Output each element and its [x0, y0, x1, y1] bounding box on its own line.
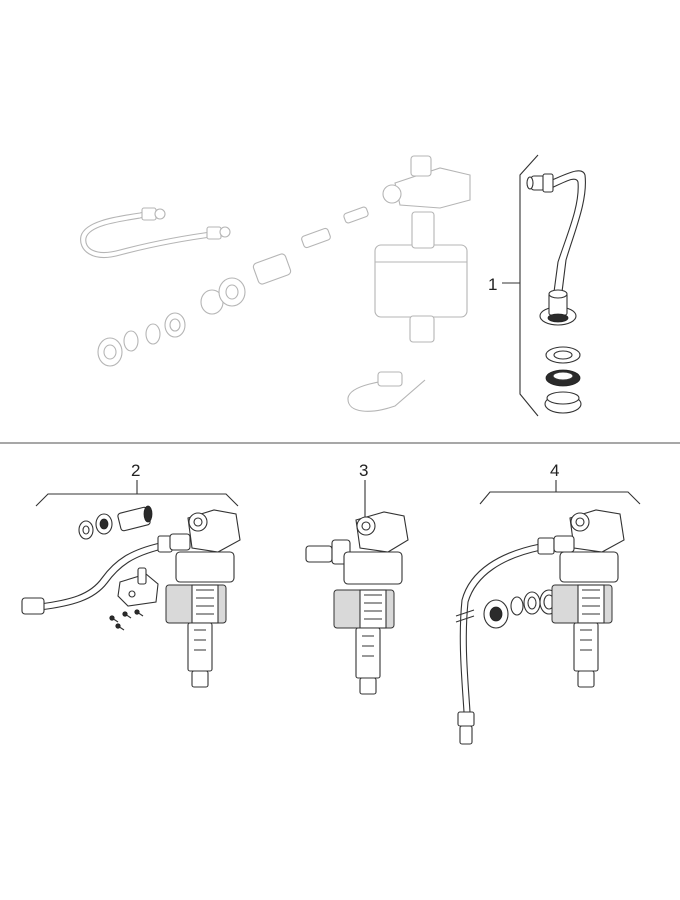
callout-4: 4	[550, 461, 559, 480]
callout-1: 1	[488, 275, 497, 294]
part-4-group: 4	[455, 461, 641, 745]
context-fittings	[97, 206, 369, 367]
context-assembly	[80, 155, 471, 412]
part-1-group: 1	[488, 154, 586, 417]
part-2-valve	[165, 509, 241, 688]
part-4-hose	[455, 537, 555, 745]
part-3-valve	[305, 511, 409, 695]
pipe-flange	[539, 289, 577, 326]
part-2-group: 2	[21, 461, 241, 688]
context-hose	[80, 207, 231, 258]
part-4-valve	[551, 509, 625, 688]
part-2-screws	[109, 609, 144, 631]
part-4-washers	[483, 589, 559, 629]
callout-2: 2	[131, 461, 140, 480]
callout-3: 3	[359, 461, 368, 480]
part-2-hose	[21, 535, 173, 615]
part-1-bracket	[519, 154, 539, 417]
context-valve	[374, 155, 471, 343]
context-clip	[377, 371, 403, 387]
part-4-bracket	[479, 491, 641, 505]
pipe-end-fitting	[526, 173, 554, 193]
part-3-group: 3	[305, 461, 409, 695]
part-2-fittings	[78, 505, 153, 540]
part-2-bracket	[35, 493, 239, 507]
part-2-clip	[117, 567, 159, 607]
